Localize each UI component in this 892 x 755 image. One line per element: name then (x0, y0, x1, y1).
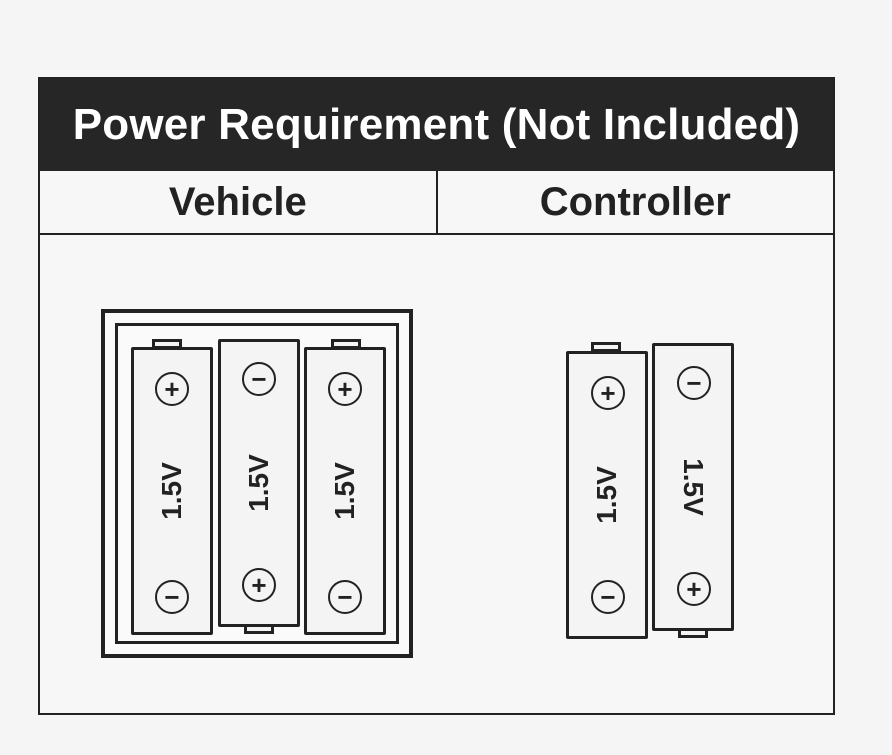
battery-voltage-label: 1.5V (243, 454, 274, 512)
battery-tab (591, 342, 621, 352)
column-header-row: Vehicle Controller (40, 171, 833, 235)
controller-battery-1: + 1.5V − (566, 351, 648, 639)
battery-voltage-label: 1.5V (329, 462, 360, 520)
controller-column-header: Controller (539, 179, 731, 224)
plus-terminal-icon: + (677, 572, 711, 606)
vehicle-battery-holder: + 1.5V − − 1.5V + + 1.5V − (101, 309, 413, 658)
vehicle-battery-holder-inner (115, 323, 399, 644)
vehicle-battery-3: + 1.5V − (304, 347, 386, 635)
minus-terminal-icon: − (155, 580, 189, 614)
plus-terminal-icon: + (328, 372, 362, 406)
battery-voltage-label: 1.5V (591, 466, 622, 524)
page-title: Power Requirement (Not Included) (40, 79, 833, 171)
battery-voltage-label: 1.5V (156, 462, 187, 520)
battery-tab (244, 624, 274, 634)
minus-terminal-icon: − (242, 362, 276, 396)
plus-terminal-icon: + (242, 568, 276, 602)
minus-terminal-icon: − (591, 580, 625, 614)
controller-battery-2: − 1.5V + (652, 343, 734, 631)
battery-voltage-label: 1.5V (678, 458, 709, 516)
minus-terminal-icon: − (328, 580, 362, 614)
power-requirement-panel: Power Requirement (Not Included) Vehicle… (38, 77, 835, 715)
minus-terminal-icon: − (677, 366, 711, 400)
plus-terminal-icon: + (591, 376, 625, 410)
plus-terminal-icon: + (155, 372, 189, 406)
vehicle-battery-1: + 1.5V − (131, 347, 213, 635)
battery-tab (678, 628, 708, 638)
vehicle-battery-2: − 1.5V + (218, 339, 300, 627)
vehicle-column-header: Vehicle (40, 171, 438, 233)
